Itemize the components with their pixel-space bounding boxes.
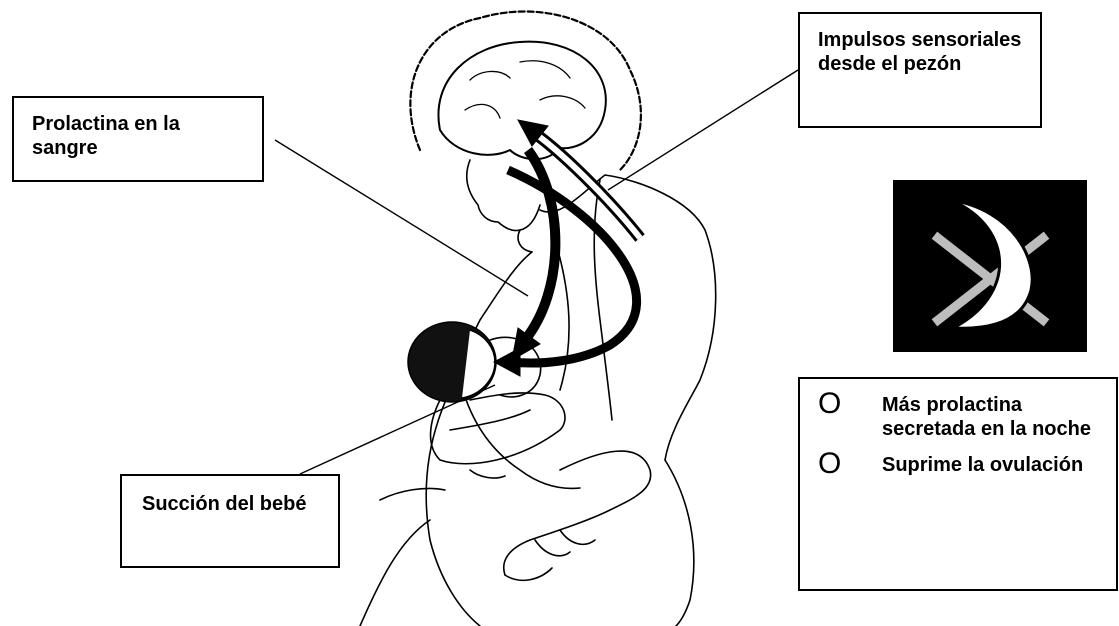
leader-line-prolactin — [275, 140, 528, 296]
label-sensory-impulses: Impulsos sensoriales desde el pezón — [798, 12, 1042, 128]
label-prolactin-blood-text: Prolactina en la sangre — [32, 113, 180, 159]
label-prolactin-blood: Prolactina en la sangre — [12, 96, 264, 182]
note-text: Suprime la ovulación — [882, 449, 1083, 477]
night-panel — [893, 180, 1087, 352]
bullet-circle-icon: O — [814, 449, 882, 479]
mother-face — [467, 160, 540, 231]
label-sensory-impulses-text: Impulsos sensoriales desde el pezón — [818, 29, 1021, 75]
label-baby-suction: Succión del bebé — [120, 474, 340, 568]
brain-icon — [438, 42, 605, 159]
note-item: O Más prolactina secretada en la noche — [814, 389, 1102, 441]
leader-line-suction — [300, 385, 495, 474]
note-item: O Suprime la ovulación — [814, 449, 1102, 479]
note-text: Más prolactina secretada en la noche — [882, 389, 1102, 441]
bullet-circle-icon: O — [814, 389, 882, 419]
moon-icon — [893, 180, 1087, 352]
notes-box: O Más prolactina secretada en la noche O… — [798, 377, 1118, 591]
baby-body — [431, 393, 565, 464]
hair-outline — [410, 11, 641, 170]
label-baby-suction-text: Succión del bebé — [142, 493, 306, 515]
